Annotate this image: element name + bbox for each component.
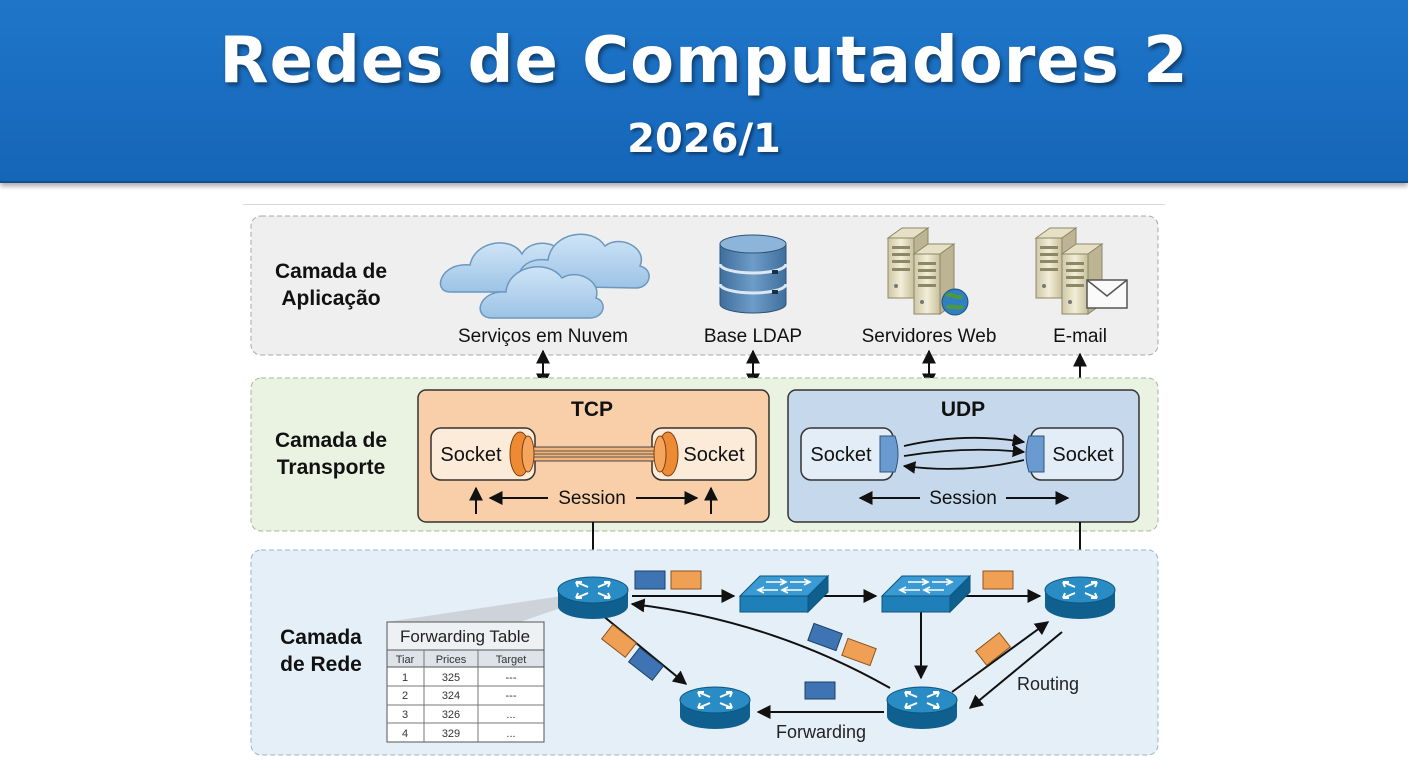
network-layer-label-line2: de Rede (280, 653, 362, 676)
udp-flow-arrow-2 (903, 444, 1026, 458)
packet-icon (627, 646, 665, 682)
table-cell: ... (506, 728, 515, 740)
packet-icon (600, 623, 638, 659)
packet-icon (807, 622, 843, 652)
table-cell: 4 (402, 728, 408, 740)
application-layer-label-line1: Camada de (275, 260, 387, 283)
routing-label: Routing (1017, 674, 1079, 694)
tcp-session-label: Session (558, 488, 626, 509)
forwarding-label: Forwarding (776, 722, 866, 742)
table-cell: 324 (442, 690, 460, 702)
tcp-title: TCP (571, 398, 613, 421)
router-icon (886, 686, 958, 730)
table-header-prices: Prices (436, 654, 467, 666)
page-title: Redes de Computadores 2 (219, 24, 1189, 98)
table-cell: ... (506, 709, 515, 721)
packet-icon (670, 570, 702, 590)
database-icon (718, 234, 788, 314)
email-server-icon (1035, 227, 1128, 315)
application-layer-label-line2: Aplicação (281, 287, 380, 310)
udp-flow-arrow-3 (902, 459, 1025, 474)
table-cell: 326 (442, 709, 460, 721)
link-router4-router1 (630, 598, 891, 689)
tcp-socket-right-label: Socket (683, 444, 745, 466)
routing-arrow-up (951, 621, 1050, 693)
table-cell: 3 (402, 709, 408, 721)
table-cell: --- (506, 690, 517, 702)
web-servers-icon (887, 227, 969, 316)
packet-icon (841, 637, 877, 667)
service-label-cloud: Serviços em Nuvem (458, 326, 628, 347)
table-callout-beam (387, 596, 572, 622)
udp-port-left (879, 435, 899, 473)
packet-icon (982, 570, 1014, 590)
udp-port-right (1025, 435, 1045, 473)
page-subtitle: 2026/1 (627, 116, 781, 162)
table-cell: 2 (402, 690, 408, 702)
table-header-target: Target (496, 654, 527, 666)
title-banner: Redes de Computadores 2 2026/1 (0, 0, 1408, 183)
packet-icon (974, 631, 1012, 667)
cloud-icon (439, 233, 650, 319)
service-label-email: E-mail (1053, 326, 1107, 347)
transport-layer-label-line2: Transporte (277, 456, 386, 479)
forwarding-table (386, 621, 545, 743)
udp-title: UDP (941, 398, 985, 421)
router-icon (1044, 576, 1116, 620)
network-layer-label-line1: Camada (280, 626, 362, 649)
packet-icon (634, 570, 666, 590)
router-icon (557, 576, 629, 620)
udp-box (787, 389, 1140, 523)
routing-arrow-down (968, 631, 1063, 709)
service-label-web: Servidores Web (862, 326, 997, 347)
separator-line (243, 204, 1165, 205)
tcp-socket-left-label: Socket (440, 444, 502, 466)
router-icon (679, 686, 751, 730)
table-cell: 1 (402, 672, 408, 684)
table-cell: --- (506, 672, 517, 684)
tcp-pipe (509, 431, 679, 477)
udp-socket-left-label: Socket (810, 444, 872, 466)
forwarding-table-title: Forwarding Table (400, 627, 530, 646)
table-cell: 329 (442, 728, 460, 740)
link-router1-router3 (601, 614, 688, 685)
packet-icon (804, 681, 836, 700)
udp-socket-right-label: Socket (1052, 444, 1114, 466)
table-header-tiar: Tiar (396, 654, 415, 666)
udp-flow-arrow-1 (903, 433, 1026, 447)
udp-session-label: Session (929, 488, 997, 509)
transport-layer-label-line1: Camada de (275, 429, 387, 452)
service-label-ldap: Base LDAP (704, 326, 802, 347)
table-cell: 325 (442, 672, 460, 684)
